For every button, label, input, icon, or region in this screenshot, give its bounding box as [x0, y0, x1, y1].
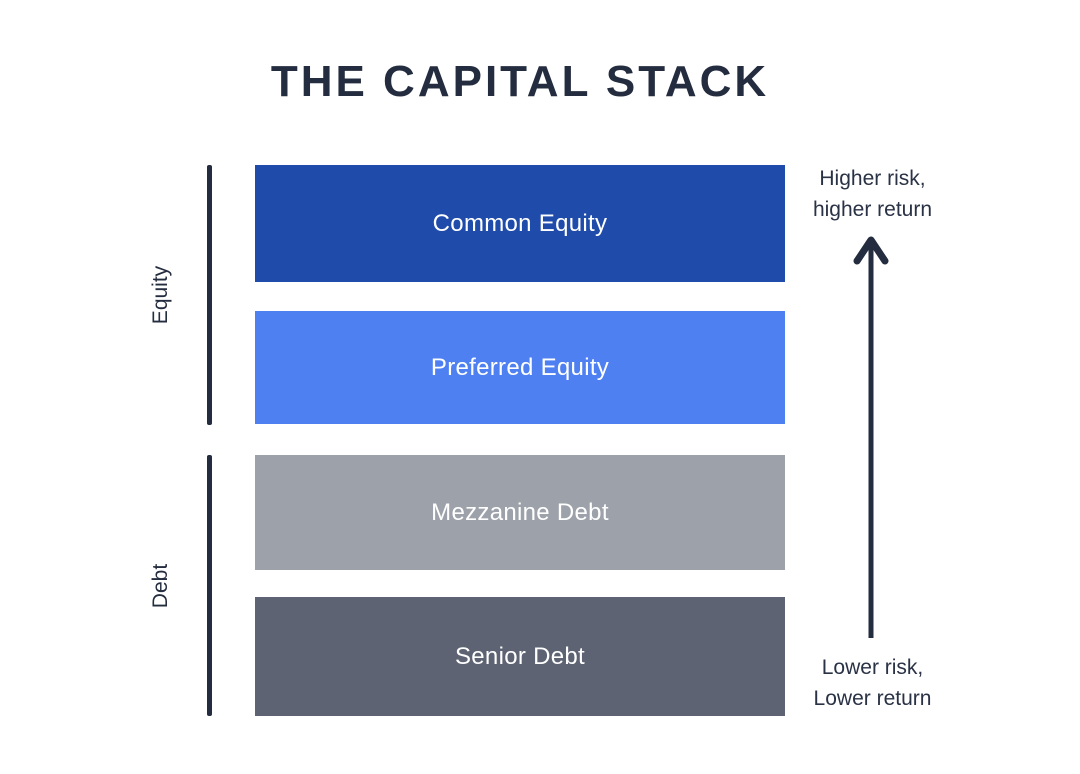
bar-label: Common Equity: [432, 209, 608, 237]
up-arrow-icon: [849, 232, 893, 642]
bar-label: Mezzanine Debt: [431, 498, 609, 526]
bar-label: Preferred Equity: [430, 353, 610, 381]
risk-annotation-bottom: Lower risk, Lower return: [775, 652, 970, 714]
stack-bar-preferred-equity: Preferred Equity: [255, 311, 785, 424]
stack-bar-common-equity: Common Equity: [255, 165, 785, 282]
stack-bar-senior-debt: Senior Debt: [255, 597, 785, 716]
risk-annotation-top: Higher risk, higher return: [775, 163, 970, 225]
risk-annotation-bottom-line2: Lower return: [813, 687, 932, 710]
risk-annotation-bottom-line1: Lower risk,: [821, 656, 924, 679]
debt-bracket-line: [207, 455, 212, 716]
page-title: THE CAPITAL STACK: [270, 57, 770, 106]
risk-annotation-top-line2: higher return: [812, 198, 933, 221]
bar-label: Senior Debt: [454, 642, 586, 670]
stack-bar-mezzanine-debt: Mezzanine Debt: [255, 455, 785, 570]
equity-bracket-line: [207, 165, 212, 425]
debt-group-label: Debt: [149, 563, 172, 609]
risk-annotation-top-line1: Higher risk,: [819, 167, 926, 190]
equity-group-label: Equity: [149, 265, 172, 325]
